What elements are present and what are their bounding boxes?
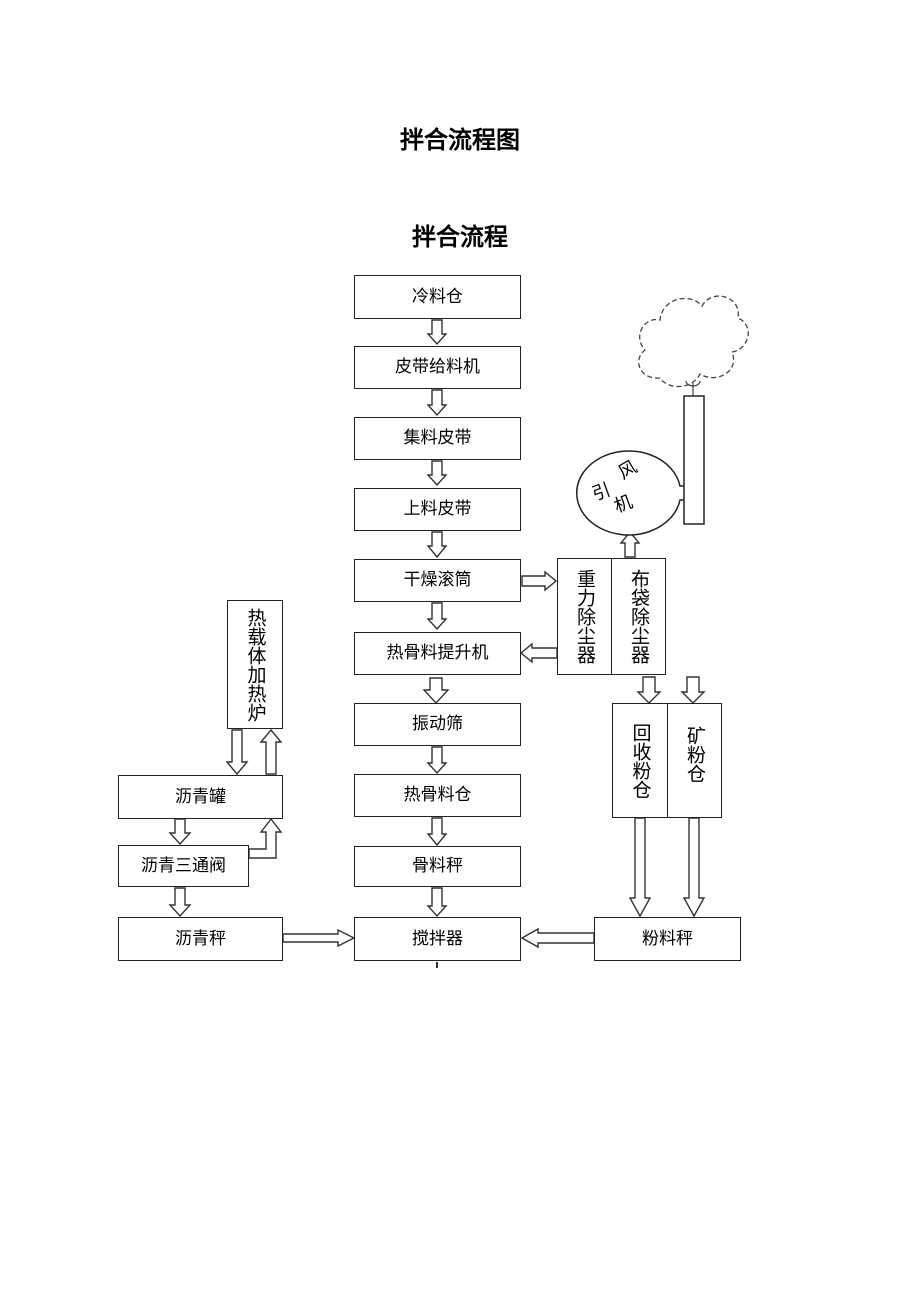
document-title: 拌合流程图 — [400, 125, 520, 154]
diagram-title: 拌合流程 — [412, 222, 508, 251]
arrow-down — [225, 729, 249, 776]
arrow-down — [168, 818, 192, 846]
asphalt-tank-box: 沥青罐 — [118, 775, 283, 819]
arrow-down — [682, 817, 706, 918]
hot-aggregate-elevator-box: 热骨料提升机 — [354, 632, 521, 675]
recovered-powder-bin-label: 回收粉仓 — [629, 722, 652, 799]
arrow-down — [426, 887, 448, 918]
arrow-down — [426, 817, 448, 847]
gravity-collector-label: 重力除尘器 — [574, 569, 596, 664]
arrow-down — [426, 746, 448, 775]
arrow-right — [282, 928, 356, 948]
arrow-return — [248, 817, 283, 859]
cold-bin-box: 冷料仓 — [354, 275, 521, 319]
bag-filter-label: 布袋除尘器 — [628, 569, 650, 664]
smoke-link — [685, 380, 701, 396]
belt-feeder-box: 皮带给料机 — [354, 346, 521, 389]
smoke-cloud-icon — [638, 295, 749, 388]
arrow-down — [426, 389, 448, 417]
arrow-down — [628, 817, 652, 918]
aggregate-scale-box: 骨料秤 — [354, 846, 521, 887]
arrow-down — [680, 676, 706, 704]
asphalt-scale-box: 沥青秤 — [118, 917, 283, 961]
vibrating-screen-box: 振动筛 — [354, 703, 521, 746]
arrow-down — [426, 460, 448, 487]
induced-fan-shape — [575, 450, 689, 536]
recovered-powder-bin-box: 回收粉仓 — [612, 703, 668, 818]
arrow-left — [519, 642, 558, 664]
hot-aggregate-bin-box: 热骨料仓 — [354, 774, 521, 817]
arrow-up — [619, 530, 641, 558]
drying-drum-box: 干燥滚筒 — [354, 559, 521, 602]
heat-carrier-furnace-label: 热载体加热炉 — [244, 607, 267, 722]
chimney-stack — [683, 395, 705, 525]
arrow-down — [426, 602, 448, 631]
gravity-collector-box: 重力除尘器 — [557, 558, 612, 675]
arrow-down — [636, 676, 662, 704]
arrow-down — [426, 531, 448, 559]
bag-filter-box: 布袋除尘器 — [611, 558, 666, 675]
mineral-powder-bin-box: 矿粉仓 — [667, 703, 722, 818]
arrow-left — [520, 927, 595, 949]
collecting-belt-box: 集料皮带 — [354, 417, 521, 460]
mineral-powder-bin-label: 矿粉仓 — [684, 726, 706, 783]
arrow-down — [168, 887, 192, 918]
arrow-right — [521, 570, 558, 592]
powder-scale-box: 粉料秤 — [594, 917, 741, 961]
mixer-box: 搅拌器 — [354, 917, 521, 961]
loading-belt-box: 上料皮带 — [354, 488, 521, 531]
arrow-up — [259, 728, 283, 775]
three-way-valve-box: 沥青三通阀 — [118, 845, 249, 887]
heat-carrier-furnace-box: 热载体加热炉 — [227, 600, 283, 729]
arrow-down — [422, 677, 450, 705]
arrow-down — [426, 319, 448, 346]
